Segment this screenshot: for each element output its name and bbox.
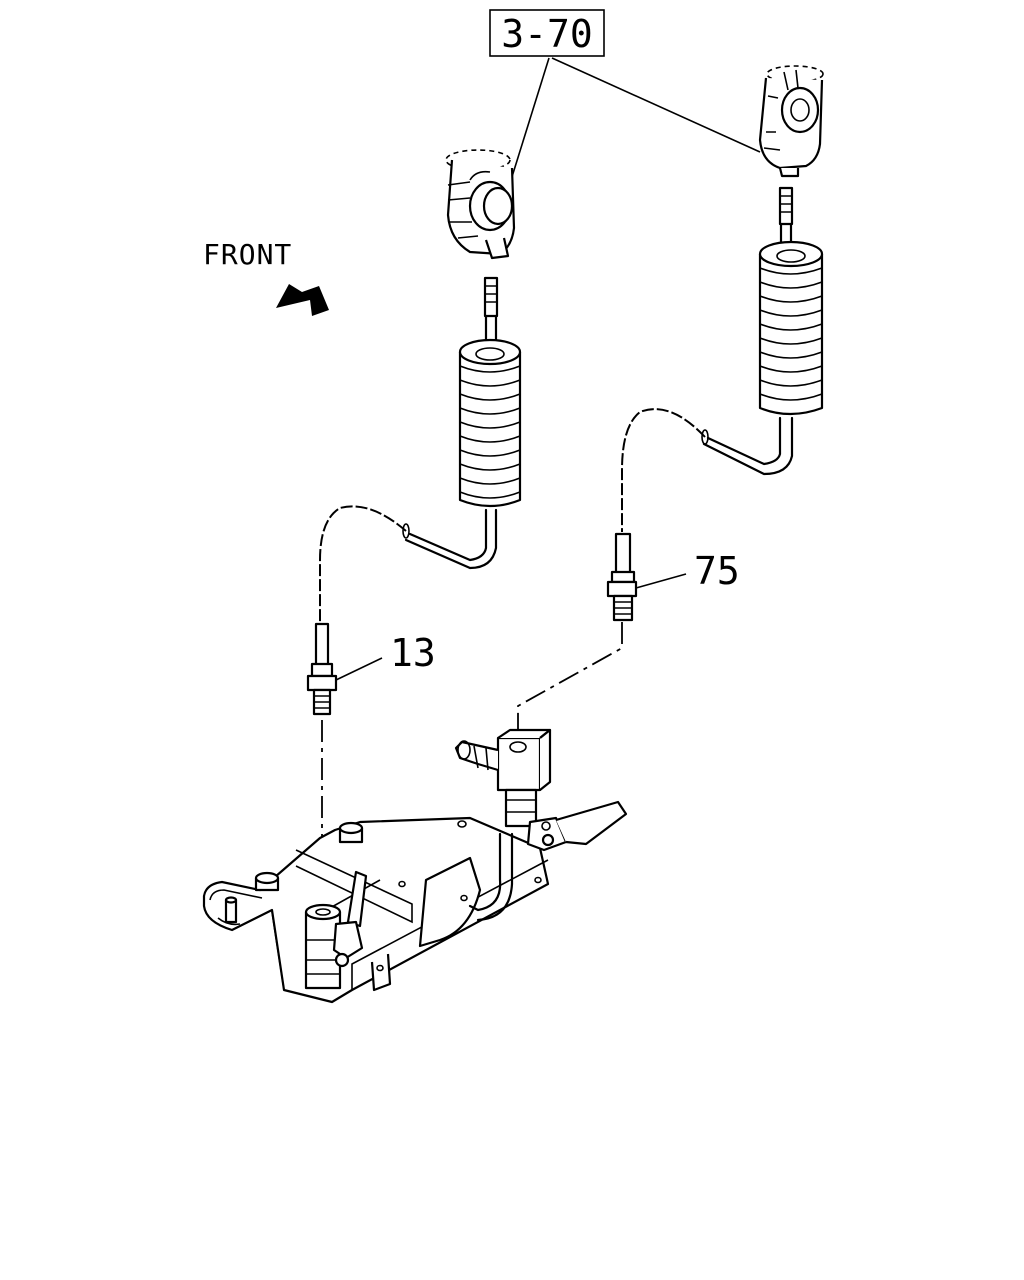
leader-line-75 xyxy=(635,573,687,589)
bolt-top xyxy=(338,821,364,844)
bolt-left xyxy=(254,871,280,892)
shutoff-valve-left xyxy=(304,870,368,990)
coiled-air-hose-right xyxy=(701,186,824,476)
leader-line-right xyxy=(551,57,761,153)
gladhand-coupler-right xyxy=(758,65,824,178)
reference-label: 3-70 xyxy=(501,12,593,56)
centerline-right xyxy=(517,622,623,740)
leader-line-13 xyxy=(335,657,383,681)
coiled-air-hose-left xyxy=(402,276,522,570)
hose-fitting-75 xyxy=(606,532,638,622)
front-arrow-icon xyxy=(276,284,329,316)
callout-13: 13 xyxy=(390,631,436,675)
hose-routing-right xyxy=(621,408,706,532)
hose-routing-left xyxy=(319,505,407,622)
gladhand-coupler-left xyxy=(445,149,516,260)
hose-fitting-13 xyxy=(306,622,338,716)
callout-75: 75 xyxy=(694,549,740,593)
pin-left xyxy=(224,896,238,924)
front-label: FRONT xyxy=(203,238,292,271)
reference-box: 3-70 xyxy=(489,9,605,57)
shutoff-valve-right xyxy=(454,728,628,852)
mounting-bracket-icon xyxy=(202,816,550,1004)
